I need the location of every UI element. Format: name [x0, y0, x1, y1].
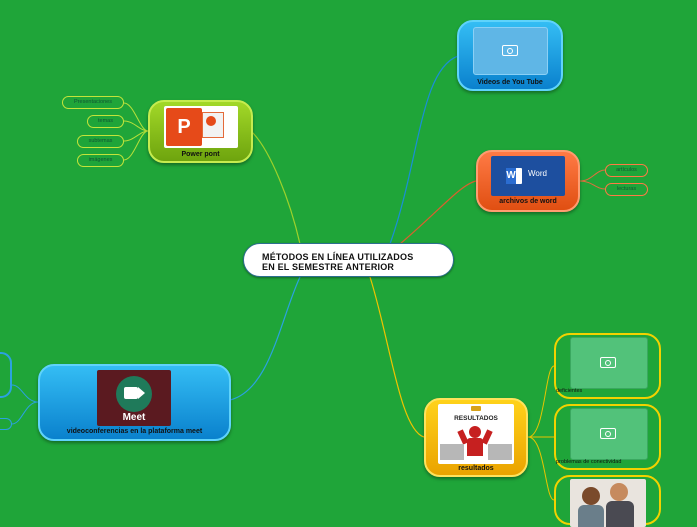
partial-pill-left[interactable]: [0, 418, 12, 430]
central-topic-line1: MÉTODOS EN LÍNEA UTILIZADOS: [262, 252, 453, 262]
word-icon-text: Word: [528, 169, 547, 178]
central-topic[interactable]: MÉTODOS EN LÍNEA UTILIZADOS EN EL SEMEST…: [243, 243, 454, 277]
subtopic-conectividad-label: problemas de conectividad: [556, 459, 659, 465]
camera-icon: [600, 428, 616, 439]
camera-icon: [502, 45, 518, 56]
topic-meet-label: videoconferencias en la plataforma meet: [40, 428, 229, 435]
image-placeholder: [570, 337, 648, 389]
subtopic-deficientes-label: deficientes: [556, 388, 659, 394]
subtopic-temas[interactable]: temas: [87, 115, 124, 128]
subtopic-photo[interactable]: [554, 475, 661, 525]
topic-meet[interactable]: Meet videoconferencias en la plataforma …: [38, 364, 231, 441]
meet-icon: Meet: [97, 370, 171, 426]
powerpoint-icon: P: [164, 106, 238, 148]
subtopic-articulos[interactable]: artículos: [605, 164, 648, 177]
topic-youtube-label: Videos de You Tube: [459, 79, 561, 86]
meet-icon-text: Meet: [97, 412, 171, 423]
image-placeholder: [473, 27, 548, 75]
subtopic-lecturas[interactable]: lecturas: [605, 183, 648, 196]
subtopic-deficientes[interactable]: deficientes: [554, 333, 661, 399]
subtopic-subtemas[interactable]: subtemas: [77, 135, 124, 148]
topic-resultados[interactable]: RESULTADOS resultados: [424, 398, 528, 477]
central-topic-line2: EN EL SEMESTRE ANTERIOR: [262, 262, 453, 272]
topic-word[interactable]: W Word archivos de word: [476, 150, 580, 212]
word-icon: W Word: [491, 156, 565, 196]
topic-powerpoint[interactable]: P Power pont: [148, 100, 253, 163]
topic-resultados-label: resultados: [426, 465, 526, 472]
partial-node-left[interactable]: [0, 352, 12, 398]
resultados-image-text: RESULTADOS: [438, 415, 514, 422]
topic-word-label: archivos de word: [478, 198, 578, 205]
camera-icon: [600, 357, 616, 368]
topic-powerpoint-label: Power pont: [150, 151, 251, 158]
subtopic-conectividad[interactable]: problemas de conectividad: [554, 404, 661, 470]
topic-youtube[interactable]: Videos de You Tube: [457, 20, 563, 91]
resultados-image: RESULTADOS: [438, 404, 514, 464]
subtopic-presentaciones[interactable]: Presentaciones: [62, 96, 124, 109]
image-placeholder: [570, 408, 648, 460]
subtopic-imagenes[interactable]: imágenes: [77, 154, 124, 167]
